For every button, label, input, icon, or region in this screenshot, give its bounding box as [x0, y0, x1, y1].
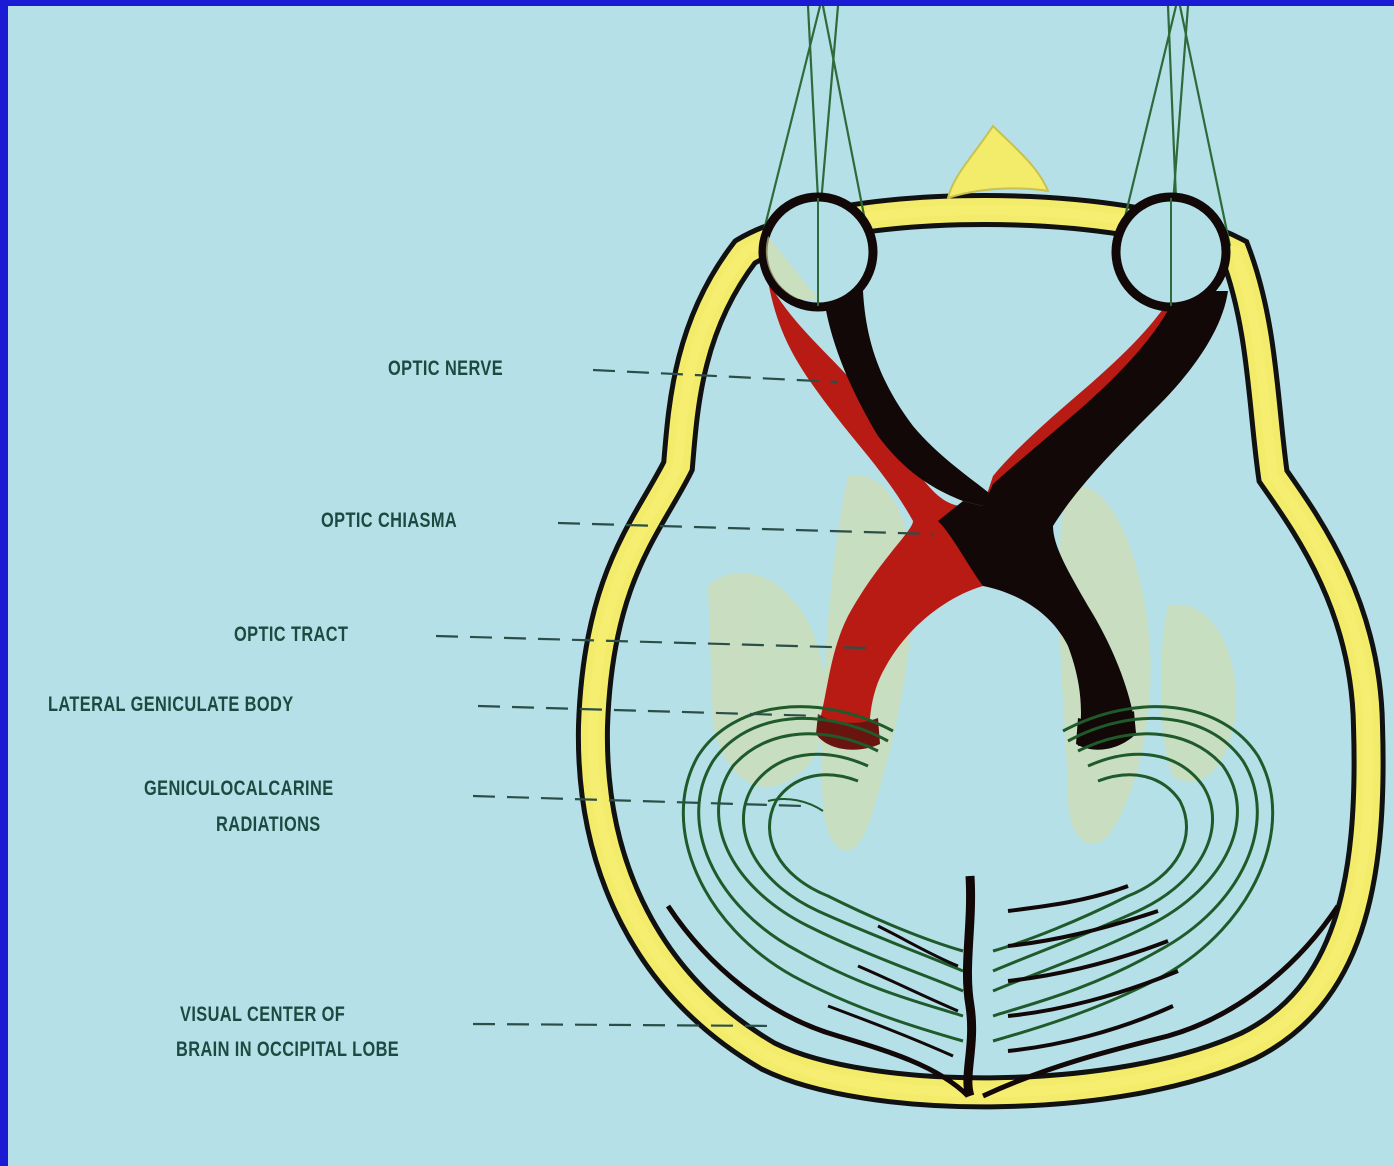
label-visual-center-line1: VISUAL CENTER OF: [180, 1002, 345, 1028]
leader-optic-nerve: [593, 370, 838, 382]
label-optic-chiasma: OPTIC CHIASMA: [321, 508, 457, 534]
label-optic-tract: OPTIC TRACT: [234, 622, 348, 648]
slide-panel: OPTIC NERVE OPTIC CHIASMA OPTIC TRACT LA…: [8, 6, 1394, 1166]
label-lateral-geniculate-body: LATERAL GENICULATE BODY: [48, 692, 294, 718]
left-eye: [763, 197, 873, 307]
label-geniculocalcarine-line1: GENICULOCALCARINE: [144, 776, 334, 802]
label-optic-nerve: OPTIC NERVE: [388, 356, 503, 382]
label-visual-center-line2: BRAIN IN OCCIPITAL LOBE: [176, 1037, 399, 1063]
visual-pathway-diagram: [8, 6, 1394, 1166]
leader-geniculocalcarine: [473, 796, 803, 806]
right-eye: [1116, 197, 1226, 307]
label-geniculocalcarine-line2: RADIATIONS: [216, 812, 321, 838]
